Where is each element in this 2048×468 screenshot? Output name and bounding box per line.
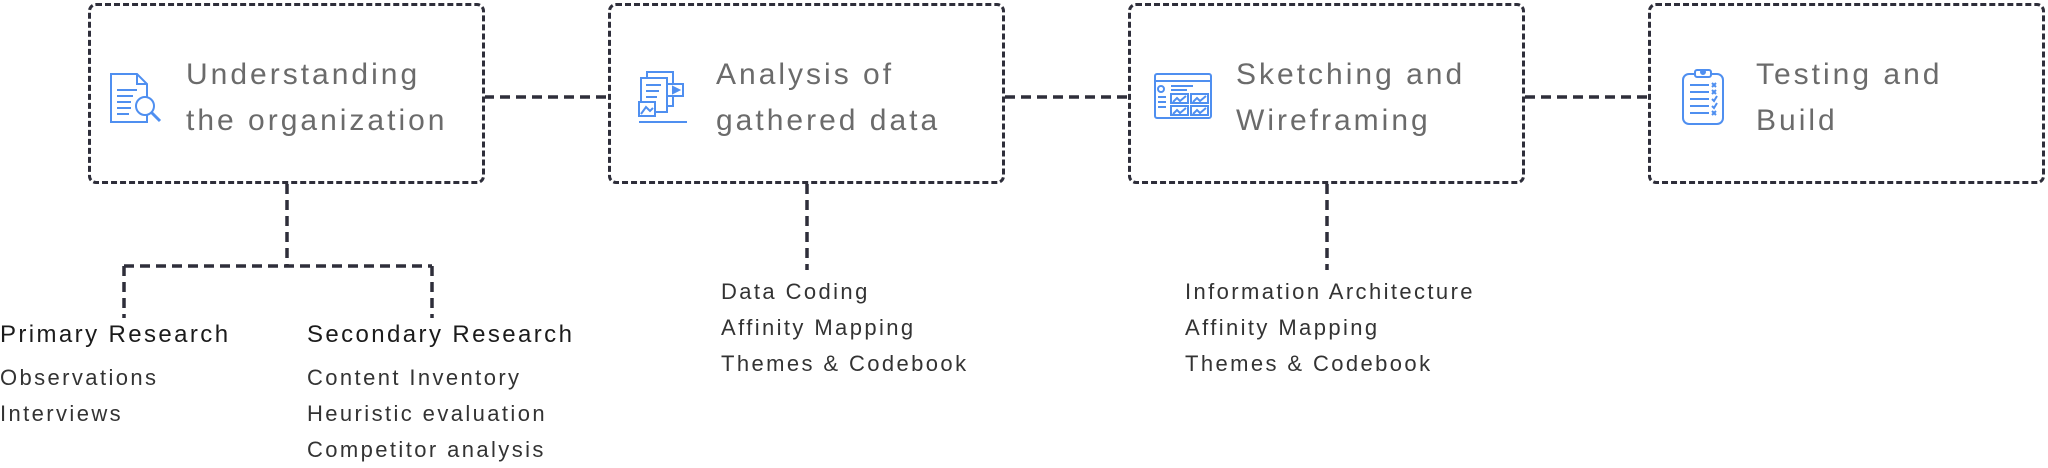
primary-research-heading: Primary Research: [0, 321, 231, 348]
stage-title-understanding: Understanding the organization: [186, 58, 448, 137]
list-item: Themes & Codebook: [1185, 351, 1433, 376]
secondary-research-heading: Secondary Research: [307, 321, 575, 348]
list-item: Content Inventory: [307, 365, 522, 390]
list-item: Affinity Mapping: [1185, 315, 1380, 340]
sketching-item-list: Information Architecture Affinity Mappin…: [1185, 274, 1475, 382]
stage-title-analysis: Analysis of gathered data: [716, 58, 941, 137]
list-item: Affinity Mapping: [721, 315, 916, 340]
secondary-research-list: Content Inventory Heuristic evaluation C…: [307, 360, 547, 468]
checklist-clipboard-icon: [1682, 69, 1724, 125]
stage-box-sketching: Sketching and Wireframing: [1128, 3, 1525, 184]
stage-title-sketching: Sketching and Wireframing: [1236, 58, 1466, 137]
stage-box-analysis: Analysis of gathered data: [608, 3, 1005, 184]
wireframe-icon: [1154, 73, 1212, 119]
list-item: Information Architecture: [1185, 279, 1475, 304]
primary-research-list: Observations Interviews: [0, 360, 158, 432]
data-documents-icon: [638, 71, 687, 123]
list-item: Competitor analysis: [307, 437, 546, 462]
stage-box-testing: Testing and Build: [1648, 3, 2045, 184]
analysis-item-list: Data Coding Affinity Mapping Themes & Co…: [721, 274, 968, 382]
stage-box-understanding: Understanding the organization: [88, 3, 485, 184]
list-item: Themes & Codebook: [721, 351, 969, 376]
list-item: Data Coding: [721, 279, 870, 304]
list-item: Observations: [0, 365, 159, 390]
list-item: Heuristic evaluation: [307, 401, 547, 426]
list-item: Interviews: [0, 401, 124, 426]
stage-title-testing: Testing and Build: [1756, 58, 1943, 137]
document-search-icon: [110, 73, 162, 123]
